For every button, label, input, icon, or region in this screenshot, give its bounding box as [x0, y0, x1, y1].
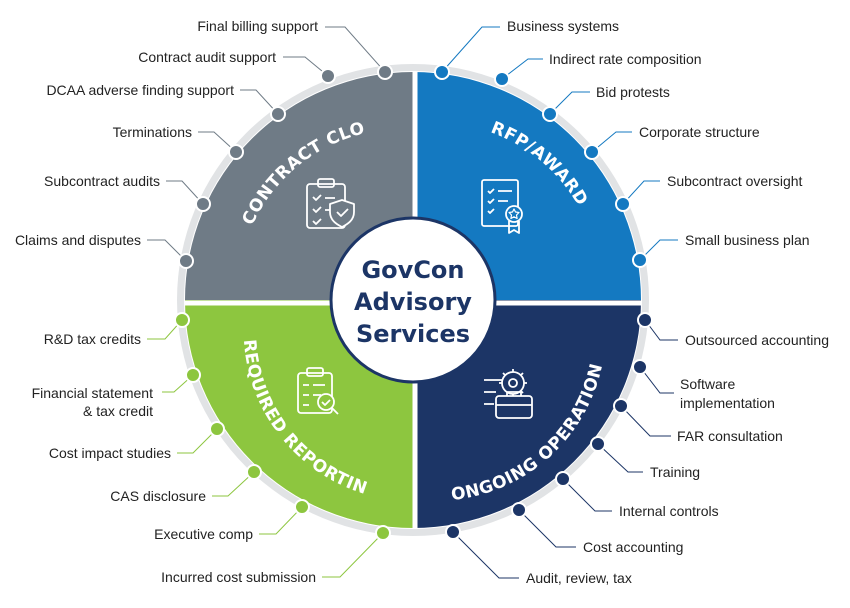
- rfp-leaders: [441, 26, 678, 261]
- closeout-dots: [178, 64, 393, 269]
- label-rd-tax-credits: R&D tax credits: [44, 331, 141, 347]
- label-tax-credit: & tax credit: [83, 403, 153, 419]
- label-audit-review-tax: Audit, review, tax: [526, 570, 632, 586]
- closeout-leaders: [147, 26, 386, 262]
- label-subcontract-audits: Subcontract audits: [44, 173, 160, 189]
- label-software: Software: [680, 376, 735, 392]
- label-corporate-structure: Corporate structure: [639, 124, 760, 140]
- label-terminations: Terminations: [113, 124, 192, 140]
- label-dcaa-adverse-finding-support: DCAA adverse finding support: [46, 82, 234, 98]
- label-cost-impact-studies: Cost impact studies: [49, 445, 171, 461]
- label-far-consultation: FAR consultation: [677, 428, 783, 444]
- label-claims-and-disputes: Claims and disputes: [15, 232, 141, 248]
- reporting-dots: [174, 312, 391, 541]
- label-implementation: implementation: [680, 395, 775, 411]
- label-business-systems: Business systems: [507, 18, 619, 34]
- operation-dots: [445, 312, 653, 540]
- label-internal-controls: Internal controls: [619, 503, 719, 519]
- clipboard-magnifier-icon: [297, 367, 339, 415]
- center-line-3: Services: [356, 320, 470, 348]
- rfp-dots: [434, 64, 648, 268]
- label-small-business-plan: Small business plan: [685, 232, 810, 248]
- label-subcontract-oversight: Subcontract oversight: [667, 173, 803, 189]
- label-bid-protests: Bid protests: [596, 84, 670, 100]
- label-final-billing-support: Final billing support: [197, 18, 318, 34]
- operation-leaders: [452, 319, 678, 579]
- label-training: Training: [650, 464, 700, 480]
- briefcase-gear-icon: [484, 369, 533, 419]
- label-incurred-cost-submission: Incurred cost submission: [161, 569, 316, 585]
- center-line-2: Advisory: [354, 288, 472, 316]
- certificate-icon: [481, 179, 523, 234]
- clipboard-shield-icon: [306, 178, 355, 229]
- label-executive-comp: Executive comp: [154, 526, 253, 542]
- label-financial-statement: Financial statement: [32, 385, 154, 401]
- center-line-1: GovCon: [361, 256, 464, 284]
- label-cas-disclosure: CAS disclosure: [110, 488, 206, 504]
- center-circle: [329, 216, 497, 384]
- label-cost-accounting: Cost accounting: [583, 539, 683, 555]
- label-outsourced-accounting: Outsourced accounting: [685, 332, 829, 348]
- label-indirect-rate-composition: Indirect rate composition: [549, 51, 702, 67]
- reporting-leaders: [147, 319, 384, 578]
- label-contract-audit-support: Contract audit support: [138, 49, 276, 65]
